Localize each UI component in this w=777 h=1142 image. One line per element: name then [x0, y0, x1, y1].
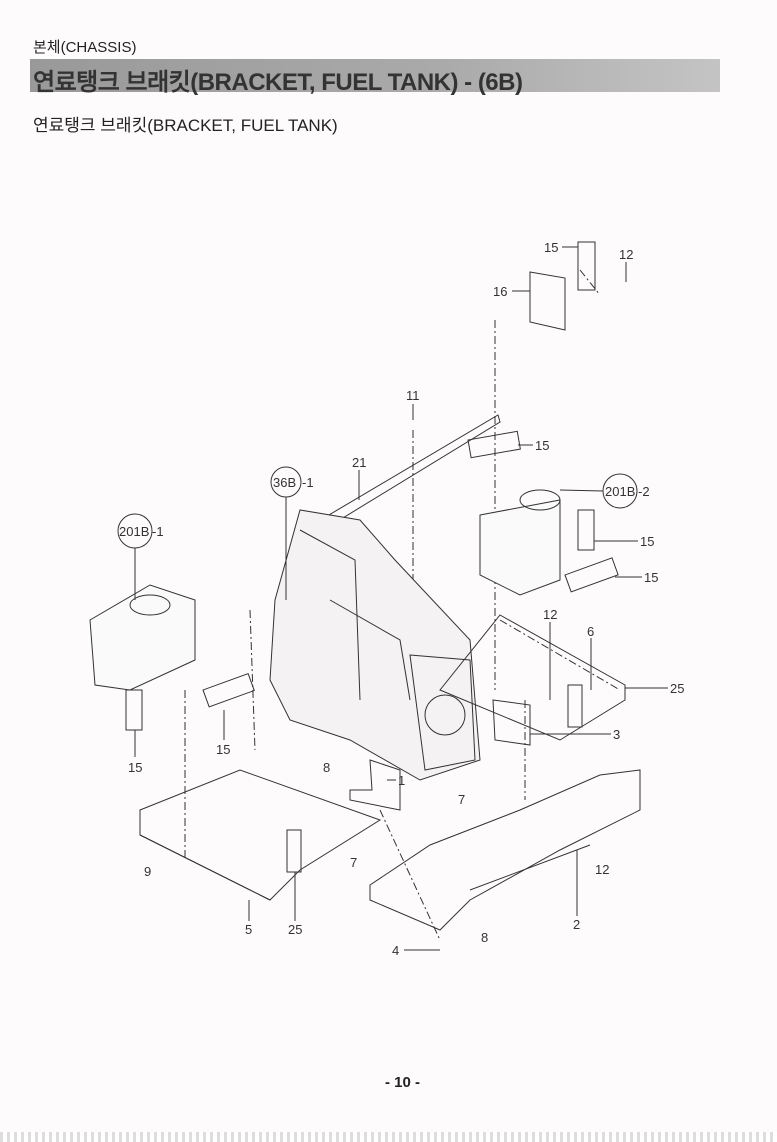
callout-25: 25: [670, 681, 684, 696]
callout-36B: 36B: [273, 475, 296, 490]
callout-15: 15: [535, 438, 549, 453]
step-plate-6: [439, 614, 626, 741]
callout-15: 15: [644, 570, 658, 585]
transmission-case: [269, 509, 481, 781]
callout-6: 6: [587, 624, 594, 639]
callout-36B-suffix: -1: [302, 475, 314, 490]
section-heading: 본체(CHASSIS): [33, 39, 137, 56]
plate-15: [577, 509, 595, 551]
plate-15: [467, 430, 521, 459]
callout-7: 7: [350, 855, 357, 870]
callout-9: 9: [144, 864, 151, 879]
callout-16: 16: [493, 284, 507, 299]
callout-21: 21: [352, 455, 366, 470]
scan-artifact: [0, 1132, 777, 1142]
bracket-201B-1: [89, 584, 196, 691]
leader-lines: [134, 246, 668, 951]
callout-12: 12: [543, 607, 557, 622]
callout-25: 25: [288, 922, 302, 937]
callout-5: 5: [245, 922, 252, 937]
callout-3: 3: [613, 727, 620, 742]
fuel-tank-cover-2: [369, 769, 641, 931]
callout-8: 8: [481, 930, 488, 945]
callout-12: 12: [619, 247, 633, 262]
callout-2: 2: [573, 917, 580, 932]
diagram-subtitle: 연료탱크 브래킷(BRACKET, FUEL TANK): [33, 116, 338, 135]
bracket-upper-right: [529, 241, 596, 331]
plate-15: [564, 557, 619, 593]
bracket-25: [286, 829, 302, 873]
page-number: - 10 -: [385, 1074, 421, 1091]
callout-201B-suffix: -2: [638, 484, 650, 499]
bracket-25: [567, 684, 583, 728]
callout-12: 12: [595, 862, 609, 877]
callout-8: 8: [323, 760, 330, 775]
callout-201B-suffix: -1: [152, 524, 164, 539]
callout-15: 15: [544, 240, 558, 255]
bracket-201B-2: [479, 489, 561, 596]
title-bar: 연료탱크 브래킷(BRACKET, FUEL TANK) - (6B): [30, 59, 720, 96]
step-plate-5: [139, 769, 382, 901]
callout-15: 15: [128, 760, 142, 775]
callout-1: 1: [398, 773, 405, 788]
page-title: 연료탱크 브래킷(BRACKET, FUEL TANK) - (6B): [33, 69, 523, 96]
bracket-1: [349, 759, 401, 811]
callout-201B: 201B: [119, 524, 149, 539]
bracket-3: [492, 699, 531, 746]
callout-7: 7: [458, 792, 465, 807]
callout-15: 15: [216, 742, 230, 757]
callout-4: 4: [392, 943, 399, 958]
callout-201B: 201B: [605, 484, 635, 499]
callout-11: 11: [406, 388, 420, 403]
callout-15: 15: [640, 534, 654, 549]
plate-15: [202, 672, 255, 708]
plate-15: [125, 689, 143, 731]
